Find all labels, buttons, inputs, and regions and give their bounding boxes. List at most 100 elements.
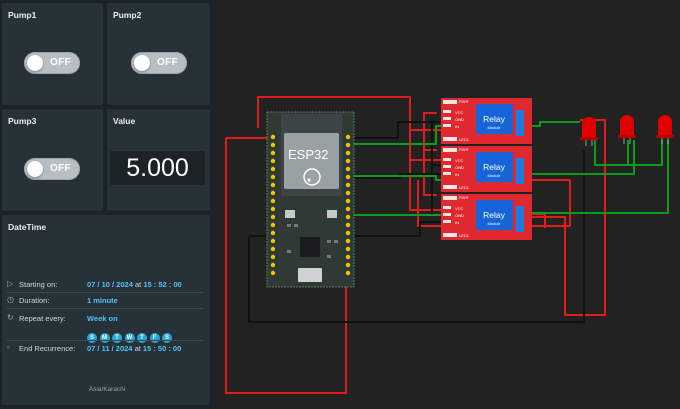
end-recurrence-label: End Recurrence: bbox=[19, 344, 76, 353]
dashboard-panel: Pump1 OFF Pump2 OFF Pump3 OFF Value 5.00… bbox=[0, 0, 214, 409]
led-rim bbox=[580, 137, 598, 140]
day-chip[interactable]: F bbox=[149, 333, 160, 343]
play-icon: ▷ bbox=[7, 279, 14, 288]
wire-black bbox=[350, 221, 455, 237]
pin-gnd-label: GND bbox=[455, 213, 464, 218]
wire-green bbox=[594, 140, 663, 166]
pin-in-label: IN bbox=[455, 124, 459, 129]
relay-sublabel: Module bbox=[487, 125, 501, 130]
pin-pwr-label: PWR bbox=[459, 195, 468, 200]
pin-gnd-label: GND bbox=[455, 165, 464, 170]
relay-pins bbox=[443, 196, 457, 237]
day-chip[interactable]: T bbox=[137, 333, 147, 343]
divider bbox=[7, 340, 203, 341]
day-chip[interactable]: T bbox=[112, 333, 122, 343]
terminal-block bbox=[516, 206, 524, 232]
terminal-block bbox=[516, 158, 524, 184]
pin-vcc-label: VCC bbox=[455, 158, 464, 163]
toggle-knob bbox=[134, 55, 150, 71]
wire-red bbox=[423, 112, 437, 196]
esp32-shield bbox=[284, 133, 339, 189]
led-rim bbox=[618, 135, 636, 138]
pin-vcc-label: VCC bbox=[455, 110, 464, 115]
repeat-row: ↻ Repeat every: Week on bbox=[7, 313, 205, 327]
boot-button[interactable] bbox=[285, 210, 295, 218]
relay-block bbox=[476, 200, 513, 230]
pin-vcc-label: VCC bbox=[455, 206, 464, 211]
starting-on-value: 07 / 10 / 2024 at 15 : 52 : 00 bbox=[87, 280, 182, 289]
datetime-title: DateTime bbox=[8, 222, 47, 232]
wire-black bbox=[248, 150, 585, 323]
starting-on-label: Starting on: bbox=[19, 280, 58, 289]
end-time: 15 : 50 : 00 bbox=[142, 344, 182, 353]
divider bbox=[7, 292, 203, 293]
pin-in-label: IN bbox=[455, 220, 459, 225]
pump3-title: Pump3 bbox=[8, 116, 37, 126]
circuit-canvas[interactable]: ESP32 Relay Module PWR VCC GND IN LED bbox=[214, 0, 680, 409]
pin-led-label: LED1 bbox=[459, 233, 470, 238]
datetime-card[interactable]: DateTime bbox=[2, 215, 210, 405]
repeat-icon: ↻ bbox=[7, 313, 14, 322]
end-recurrence-row: ▫ End Recurrence: 07 / 11 / 2024 at 15 :… bbox=[7, 343, 205, 357]
relay-pins bbox=[443, 148, 457, 189]
pump2-toggle[interactable]: OFF bbox=[131, 52, 187, 74]
pump1-state: OFF bbox=[50, 57, 71, 68]
pin-header-left bbox=[270, 134, 276, 276]
esp32-label: ESP32 bbox=[288, 147, 328, 162]
duration-value: 1 minute bbox=[87, 296, 118, 305]
at-text: at bbox=[134, 280, 142, 289]
pump3-state: OFF bbox=[50, 163, 71, 174]
value-card: Value 5.000 bbox=[107, 109, 210, 211]
divider bbox=[7, 308, 203, 309]
relay-module-2[interactable]: Relay Module PWR VCC GND IN LED1 bbox=[441, 146, 532, 192]
pin-led-label: LED1 bbox=[459, 185, 470, 190]
pin-pwr-label: PWR bbox=[459, 99, 468, 104]
toggle-knob bbox=[27, 55, 43, 71]
wire-red bbox=[225, 138, 347, 394]
day-chip[interactable]: W bbox=[124, 333, 135, 343]
wire-red bbox=[564, 119, 606, 316]
day-chip[interactable]: S bbox=[162, 333, 172, 343]
relay-block bbox=[476, 152, 513, 182]
relay-label: Relay bbox=[483, 162, 505, 172]
led-body bbox=[658, 115, 672, 136]
led-2[interactable] bbox=[618, 115, 636, 144]
pump3-toggle[interactable]: OFF bbox=[24, 158, 80, 180]
clock-icon: ◷ bbox=[7, 295, 14, 304]
day-chip[interactable]: S bbox=[87, 333, 97, 343]
end-date: 07 / 11 / 2024 bbox=[87, 344, 133, 353]
starting-on-time: 15 : 52 : 00 bbox=[143, 280, 182, 289]
relay-label: Relay bbox=[483, 114, 505, 124]
esp32-board[interactable]: ESP32 bbox=[266, 111, 355, 288]
relay-module-3[interactable]: Relay Module PWR VCC GND IN LED1 bbox=[441, 194, 532, 240]
day-chip[interactable]: M bbox=[99, 333, 110, 343]
pump1-toggle[interactable]: OFF bbox=[24, 52, 80, 74]
duration-label: Duration: bbox=[19, 296, 50, 305]
value-title: Value bbox=[113, 116, 136, 126]
led-3[interactable] bbox=[656, 115, 674, 144]
wires bbox=[225, 96, 669, 394]
starting-on-date: 07 / 10 / 2024 bbox=[87, 280, 133, 289]
duration-row: ◷ Duration: 1 minute bbox=[7, 295, 205, 309]
starting-on-row: ▷ Starting on: 07 / 10 / 2024 at 15 : 52… bbox=[7, 279, 205, 293]
terminal-block bbox=[516, 110, 524, 136]
pump1-title: Pump1 bbox=[8, 10, 37, 20]
pump2-title: Pump2 bbox=[113, 10, 142, 20]
circuit-diagram: ESP32 Relay Module PWR VCC GND IN LED bbox=[225, 96, 674, 394]
pin-pwr-label: PWR bbox=[459, 147, 468, 152]
relay-label: Relay bbox=[483, 210, 505, 220]
pump1-card: Pump1 OFF bbox=[2, 3, 103, 105]
led-1[interactable] bbox=[580, 117, 598, 146]
smd-components bbox=[287, 224, 338, 258]
end-recurrence-value: 07 / 11 / 2024 at 15 : 50 : 00 bbox=[87, 344, 181, 353]
pump3-card: Pump3 OFF bbox=[2, 109, 103, 211]
reset-button[interactable] bbox=[327, 210, 337, 218]
relay-module-1[interactable]: Relay Module PWR VCC GND IN LED1 bbox=[441, 98, 532, 144]
pin-in-label: IN bbox=[455, 172, 459, 177]
led-rim bbox=[656, 135, 674, 138]
pump2-state: OFF bbox=[157, 57, 178, 68]
espressif-logo-icon bbox=[303, 168, 321, 186]
wire-red bbox=[520, 216, 566, 232]
pin-gnd-label: GND bbox=[455, 117, 464, 122]
value-display: 5.000 bbox=[110, 151, 205, 185]
